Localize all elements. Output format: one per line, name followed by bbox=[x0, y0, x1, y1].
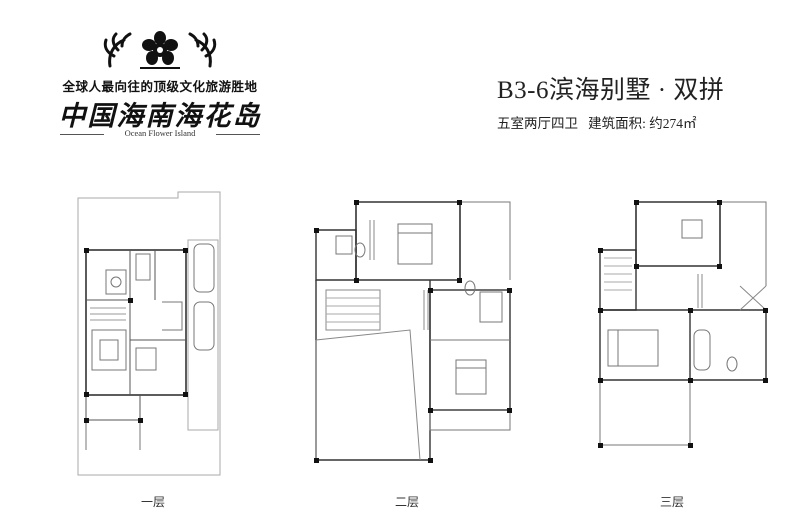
brand-logo: 全球人最向往的顶级文化旅游胜地 中国海南海花岛 Ocean Flower Isl… bbox=[40, 30, 280, 140]
brand-name-en: Ocean Flower Island bbox=[124, 128, 196, 138]
floor-plan-3 bbox=[598, 200, 768, 448]
room-count: 五室两厅四卫 bbox=[497, 116, 578, 131]
area-label: 建筑面积: 约274㎡ bbox=[588, 116, 697, 131]
brand-rule-right bbox=[216, 134, 260, 135]
floor-label-2: 二层 bbox=[395, 495, 420, 509]
brand-rule-left bbox=[60, 134, 104, 135]
brand-tagline: 全球人最向往的顶级文化旅游胜地 bbox=[62, 79, 258, 94]
brand-name-cn: 中国海南海花岛 bbox=[58, 101, 262, 132]
flower-emblem-icon bbox=[103, 31, 217, 69]
brand-name-en-wrap: Ocean Flower Island bbox=[60, 128, 260, 140]
floor-label-1: 一层 bbox=[141, 495, 166, 509]
floor-label-3: 三层 bbox=[660, 495, 685, 509]
floor-plan-1 bbox=[77, 191, 221, 476]
plan-subtitle: 五室两厅四卫 建筑面积: 约274㎡ bbox=[497, 112, 697, 132]
floor-plan-2 bbox=[314, 200, 512, 463]
plan-title: B3-6滨海别墅 · 双拼 bbox=[497, 77, 725, 104]
